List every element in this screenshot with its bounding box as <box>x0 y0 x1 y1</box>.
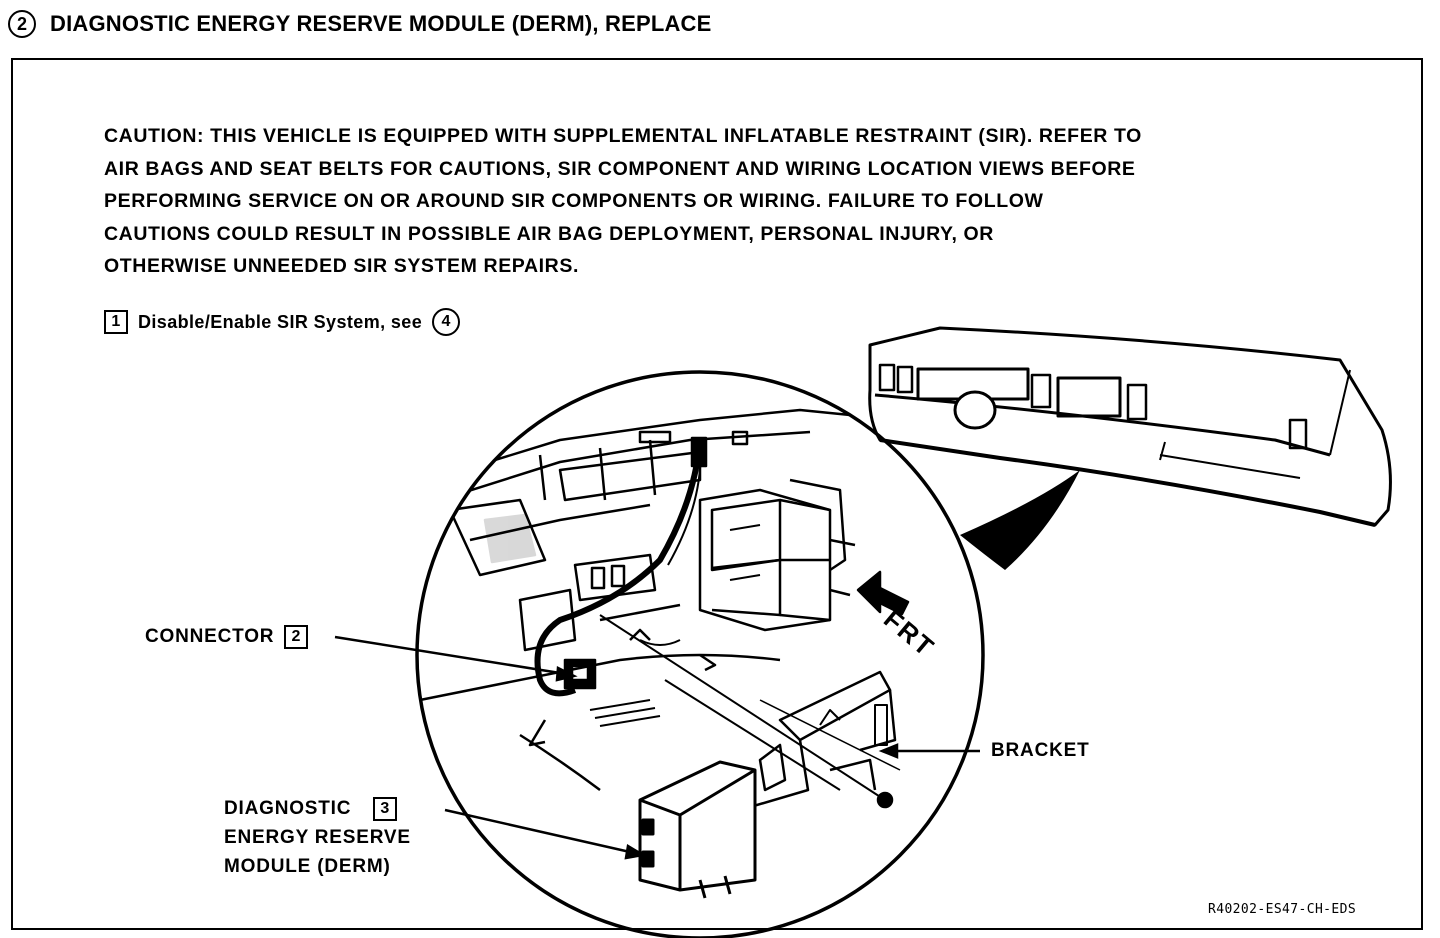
step-number-circle: 2 <box>8 10 36 38</box>
derm-number-box: 3 <box>373 796 398 821</box>
procedure-header: 2 DIAGNOSTIC ENERGY RESERVE MODULE (DERM… <box>8 8 712 40</box>
derm-callout: DIAGNOSTIC 3 ENERGY RESERVE MODULE (DERM… <box>224 794 411 881</box>
step-reference-circle[interactable]: 4 <box>432 308 461 336</box>
caution-line: OTHERWISE UNNEEDED SIR SYSTEM REPAIRS. <box>104 255 579 277</box>
connector-number-box: 2 <box>284 625 309 649</box>
derm-label-line: ENERGY RESERVE <box>224 827 411 848</box>
connector-label: CONNECTOR <box>145 626 275 647</box>
caution-line: CAUTION: THIS VEHICLE IS EQUIPPED WITH S… <box>104 125 1142 147</box>
caution-line: CAUTIONS COULD RESULT IN POSSIBLE AIR BA… <box>104 222 994 245</box>
illustration-frame <box>11 58 1423 930</box>
page-title: DIAGNOSTIC ENERGY RESERVE MODULE (DERM),… <box>50 11 712 36</box>
step-text: Disable/Enable SIR System, see <box>138 311 423 332</box>
instrument-panel-drawing <box>868 326 1392 527</box>
view-link-swoosh <box>960 470 1080 570</box>
front-direction-label: FRT <box>878 604 941 663</box>
connector-callout: CONNECTOR 2 <box>145 623 309 651</box>
step-1: 1 Disable/Enable SIR System, see 4 <box>104 308 461 336</box>
bracket-callout: BRACKET <box>991 737 1090 765</box>
derm-label-line: DIAGNOSTIC <box>224 798 352 819</box>
figure-code: R40202-ES47-CH-EDS <box>1208 902 1357 917</box>
leader-lines <box>334 635 980 860</box>
magnified-view-outline <box>415 370 985 938</box>
derm-module-drawing <box>638 760 757 899</box>
caution-line: PERFORMING SERVICE ON OR AROUND SIR COMP… <box>104 190 1044 212</box>
bracket-label: BRACKET <box>991 740 1090 761</box>
caution-line: AIR BAGS AND SEAT BELTS FOR CAUTIONS, SI… <box>104 157 1136 180</box>
step-number-box: 1 <box>104 310 128 334</box>
derm-label-line: MODULE (DERM) <box>224 856 391 877</box>
magnified-view <box>419 408 910 812</box>
caution-notice: CAUTION: THIS VEHICLE IS EQUIPPED WITH S… <box>104 120 1364 283</box>
